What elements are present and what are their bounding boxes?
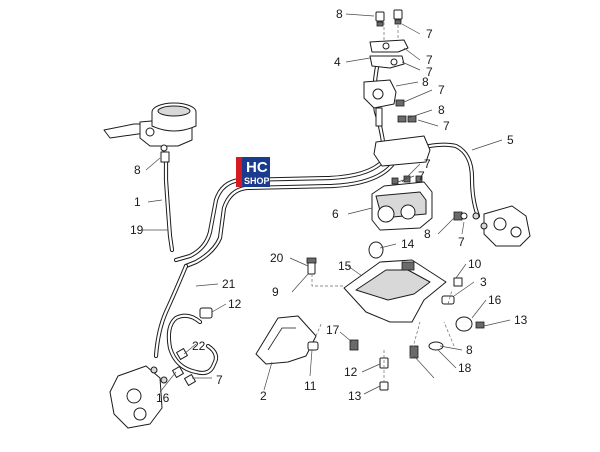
front-brake-caliper: [109, 348, 196, 429]
leader-lines: [142, 13, 511, 395]
callout-11: 7: [424, 157, 431, 171]
logo-text-hc: HC: [246, 159, 268, 176]
callout-31: 12: [344, 365, 358, 379]
callout-26: 12: [228, 297, 242, 311]
callout-25: 21: [222, 277, 236, 291]
callout-3: 7: [426, 53, 433, 67]
brake-lines: [153, 59, 481, 376]
callout-7: 7: [438, 83, 445, 97]
upper-fitting-block: [363, 9, 417, 127]
callout-33: 11: [304, 379, 317, 393]
callout-24: 3: [480, 275, 487, 289]
callout-13: 7: [418, 169, 425, 183]
callout-35: 22: [192, 339, 206, 353]
callout-14: 6: [332, 207, 339, 221]
callout-16: 8: [424, 227, 431, 241]
callout-22: 15: [338, 259, 352, 273]
callout-27: 16: [488, 293, 502, 307]
callout-labels: 8 7 7 4 7 8 7 8 7 5 7 8 7 6 14 8 7 1 19 …: [130, 7, 528, 405]
callout-21: 9: [272, 285, 279, 299]
abs-mounting-bracket: [343, 241, 463, 323]
callout-4: 4: [334, 55, 341, 69]
callout-17: 7: [458, 235, 465, 249]
callout-37: 16: [156, 391, 170, 405]
front-master-cylinder: [103, 102, 197, 163]
callout-10: 5: [507, 133, 514, 147]
callout-15: 14: [401, 237, 415, 251]
callout-5: 7: [426, 65, 433, 79]
callout-34: 2: [260, 389, 267, 403]
callout-29: 17: [326, 323, 340, 337]
callout-19: 19: [130, 223, 144, 237]
callout-8: 8: [438, 103, 445, 117]
callout-36: 7: [216, 373, 223, 387]
callout-30: 8: [466, 343, 473, 357]
assembly-guides: [311, 20, 455, 384]
callout-1: 8: [336, 7, 343, 21]
callout-38: 13: [348, 389, 362, 403]
heat-shield-plate: [255, 315, 323, 365]
callout-6: 8: [422, 75, 429, 89]
small-hardware: [199, 257, 485, 391]
hc-shop-logo: HC SHOP: [236, 157, 270, 187]
callout-32: 18: [458, 361, 472, 375]
callout-28: 13: [514, 313, 528, 327]
callout-23: 10: [468, 257, 482, 271]
callout-12: 8: [134, 163, 141, 177]
rear-brake-caliper: [453, 205, 531, 247]
callout-20: 20: [270, 251, 284, 265]
logo-text-shop: SHOP: [244, 176, 270, 186]
callout-18: 1: [134, 195, 141, 209]
callout-2: 7: [426, 27, 433, 41]
callout-9: 7: [443, 119, 450, 133]
abs-modulator-unit: [371, 135, 433, 231]
